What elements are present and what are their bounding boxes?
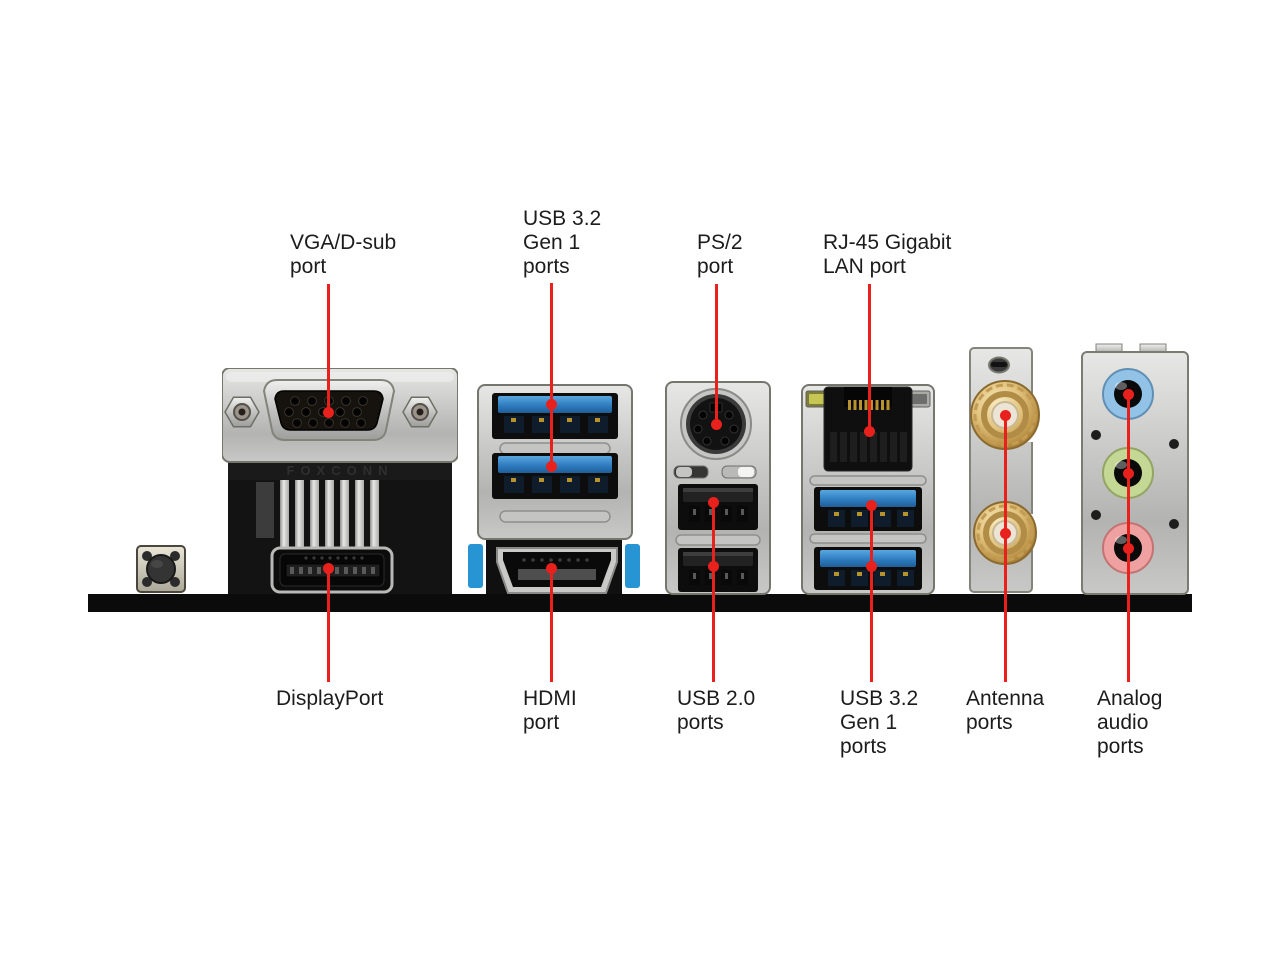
label-lan: RJ-45 Gigabit LAN port [823, 231, 951, 279]
leader-dot-audio-1 [1122, 388, 1134, 400]
leader-dot-audio-2 [1122, 467, 1134, 479]
flash-bios-button [133, 544, 189, 601]
label-vga-line-1: VGA/D-sub [290, 231, 397, 254]
indicator-windows [673, 465, 757, 479]
leader-dot-displayport [322, 562, 334, 574]
label-hdmi-line-2: port [523, 711, 560, 734]
label-usb32-bottom: USB 3.2 Gen 1 ports [840, 687, 918, 759]
leader-line-displayport [326, 568, 330, 682]
label-usb32-bottom-line-3: ports [840, 735, 887, 758]
leader-dot-antenna-1 [999, 409, 1011, 421]
lan-usb-divider-1 [809, 475, 927, 486]
vga-displayport-assembly: FOXCONN [221, 367, 459, 601]
label-usb20: USB 2.0 ports [677, 687, 755, 735]
vga-housing-brand-text: FOXCONN [287, 463, 394, 478]
label-usb20-line-2: ports [677, 711, 724, 734]
label-usb32-top: USB 3.2 Gen 1 ports [523, 207, 601, 279]
vga-screw-post-left [224, 396, 260, 428]
usb32-port-2 [492, 453, 618, 499]
label-lan-line-1: RJ-45 Gigabit [823, 231, 952, 254]
usb32-port-1 [492, 393, 618, 439]
label-antenna: Antenna ports [966, 687, 1044, 735]
label-ps2: PS/2 port [697, 231, 743, 279]
leader-dot-vga [322, 406, 334, 418]
label-hdmi-line-1: HDMI [523, 687, 577, 710]
leader-dot-usb32-top-1 [545, 398, 557, 410]
usb20-port-1 [678, 484, 758, 530]
leader-line-vga [326, 284, 330, 412]
vga-rear-pins [256, 480, 379, 548]
leader-dot-hdmi [545, 562, 557, 574]
leader-line-usb32-bottom [869, 505, 873, 682]
usb20-port-2 [678, 548, 758, 592]
label-audio: Analog audio ports [1097, 687, 1162, 759]
antenna-screw-hole [988, 356, 1010, 374]
leader-line-lan [867, 284, 871, 431]
label-usb20-line-1: USB 2.0 [677, 687, 756, 710]
leader-dot-lan [863, 425, 875, 437]
leader-line-usb20 [711, 502, 715, 682]
pcb-edge-strip [88, 594, 1192, 612]
leader-line-ps2 [714, 284, 718, 424]
label-usb32-top-line-3: ports [523, 255, 570, 278]
leader-dot-ps2 [710, 418, 722, 430]
label-usb32-bottom-line-1: USB 3.2 [840, 687, 919, 710]
leader-dot-usb32-bottom-1 [865, 499, 877, 511]
leader-dot-usb32-top-2 [545, 460, 557, 472]
leader-line-audio [1126, 394, 1130, 682]
vga-screw-post-right [402, 396, 438, 428]
hdmi-clip-right [625, 544, 640, 588]
label-ps2-line-1: PS/2 [697, 231, 743, 254]
leader-line-usb32-top [549, 283, 553, 466]
hdmi-port [496, 547, 618, 594]
label-audio-line-3: ports [1097, 735, 1144, 758]
leader-line-antenna [1003, 415, 1007, 682]
leader-line-hdmi [549, 568, 553, 682]
label-antenna-line-1: Antenna [966, 687, 1045, 710]
label-displayport-line-1: DisplayPort [276, 687, 384, 710]
lan-usb-divider-2 [809, 533, 927, 544]
label-vga-line-2: port [290, 255, 327, 278]
hdmi-clip-left [468, 544, 483, 588]
label-usb32-top-line-1: USB 3.2 [523, 207, 602, 230]
leader-dot-usb32-bottom-2 [865, 560, 877, 572]
label-antenna-line-2: ports [966, 711, 1013, 734]
leader-dot-audio-3 [1122, 542, 1134, 554]
label-usb32-top-line-2: Gen 1 [523, 231, 581, 254]
audio-bracket [1078, 340, 1192, 603]
label-audio-line-1: Analog [1097, 687, 1163, 710]
label-lan-line-2: LAN port [823, 255, 906, 278]
label-audio-line-2: audio [1097, 711, 1149, 734]
usb20-divider [675, 534, 761, 546]
audio-plate-vent-holes [1091, 430, 1179, 529]
leader-dot-usb20-1 [707, 496, 719, 508]
label-vga: VGA/D-sub port [290, 231, 396, 279]
label-usb32-bottom-line-2: Gen 1 [840, 711, 898, 734]
leader-dot-antenna-2 [999, 527, 1011, 539]
leader-dot-usb20-2 [707, 560, 719, 572]
label-hdmi: HDMI port [523, 687, 577, 735]
label-ps2-line-2: port [697, 255, 734, 278]
label-displayport: DisplayPort [276, 687, 383, 711]
